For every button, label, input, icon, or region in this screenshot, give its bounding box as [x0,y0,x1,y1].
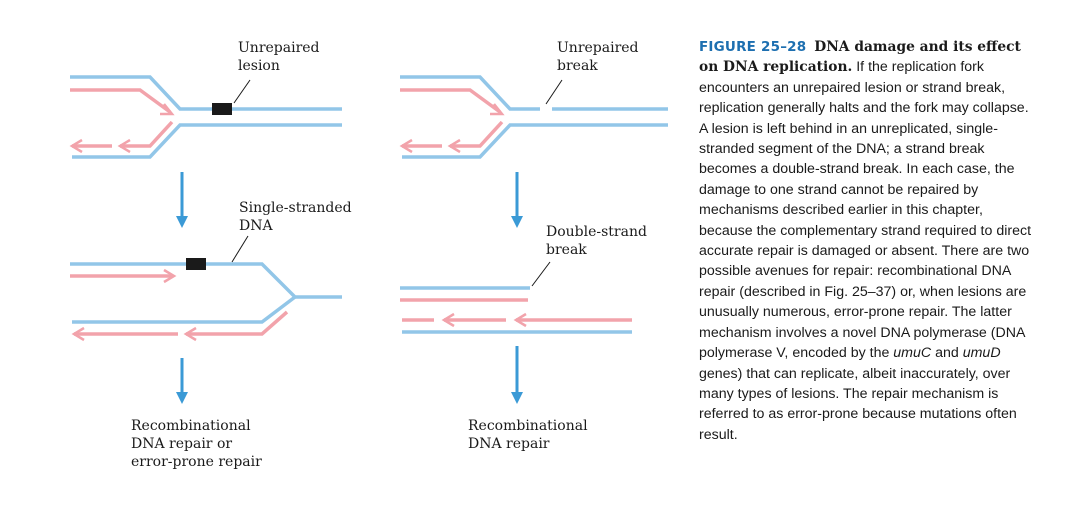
panel-lesion-fork [69,75,342,159]
lagging-arrowhead [441,312,455,328]
lesion-block [186,258,206,270]
label-outcome-left: Recombinational DNA repair or error-pron… [131,418,262,470]
dna-damage-figure: Unrepaired lesion Unrepaired break [69,40,668,470]
lagging-strand-fragment [450,120,504,148]
gene-name: umuC [893,345,932,362]
template-strand-bottom [72,295,297,324]
label-outcome-right: Recombinational DNA repair [468,418,592,452]
figure-diagram: Unrepaired lesion Unrepaired break [69,40,668,470]
label-leader-line [531,261,551,287]
label-double-strand-break: Double-strand break [546,224,651,258]
leading-strand [400,88,502,114]
template-strand-top [400,75,540,111]
template-strand-bottom [402,123,668,159]
lagging-arrowhead [183,326,197,342]
lagging-strand-fragment [186,310,289,336]
lagging-arrowhead [71,326,85,342]
caption-text: genes) that can replicate, albeit inaccu… [699,365,1017,443]
lagging-arrowhead [513,312,527,328]
leading-strand-arrowhead [160,103,175,116]
lagging-arrowhead [447,138,461,154]
lagging-strand-fragment [120,120,174,148]
template-strand-top [70,262,342,299]
lesion-block [212,103,232,115]
figure-title: DNA damage and its effect on DNA replica… [699,39,1021,76]
label-single-stranded-dna: Single-stranded DNA [239,200,356,234]
caption-text: If the replication fork encounters an un… [699,59,1032,362]
figure-caption: FIGURE 25–28 DNA damage and its effect o… [699,37,1039,445]
gene-name: umuD [962,345,1001,362]
panel-single-stranded-gap [70,235,342,342]
figure-number: FIGURE 25–28 [699,39,807,55]
leading-strand-arrowhead [490,103,505,116]
new-strand-arrowhead [163,268,177,284]
leading-strand [70,88,172,114]
template-strand-bottom [72,123,342,159]
panel-double-strand-break [400,261,632,334]
label-unrepaired-lesion: Unrepaired lesion [238,40,324,74]
lagging-arrowhead [399,138,413,154]
label-unrepaired-break: Unrepaired break [557,40,643,74]
label-leader-line [231,235,249,263]
label-leader-line [545,79,563,105]
label-leader-line [233,79,251,104]
caption-text: and [931,345,963,362]
template-strand-top [70,75,342,111]
lagging-arrowhead [69,138,83,154]
lagging-arrowhead [117,138,131,154]
panel-break-fork [399,75,668,159]
